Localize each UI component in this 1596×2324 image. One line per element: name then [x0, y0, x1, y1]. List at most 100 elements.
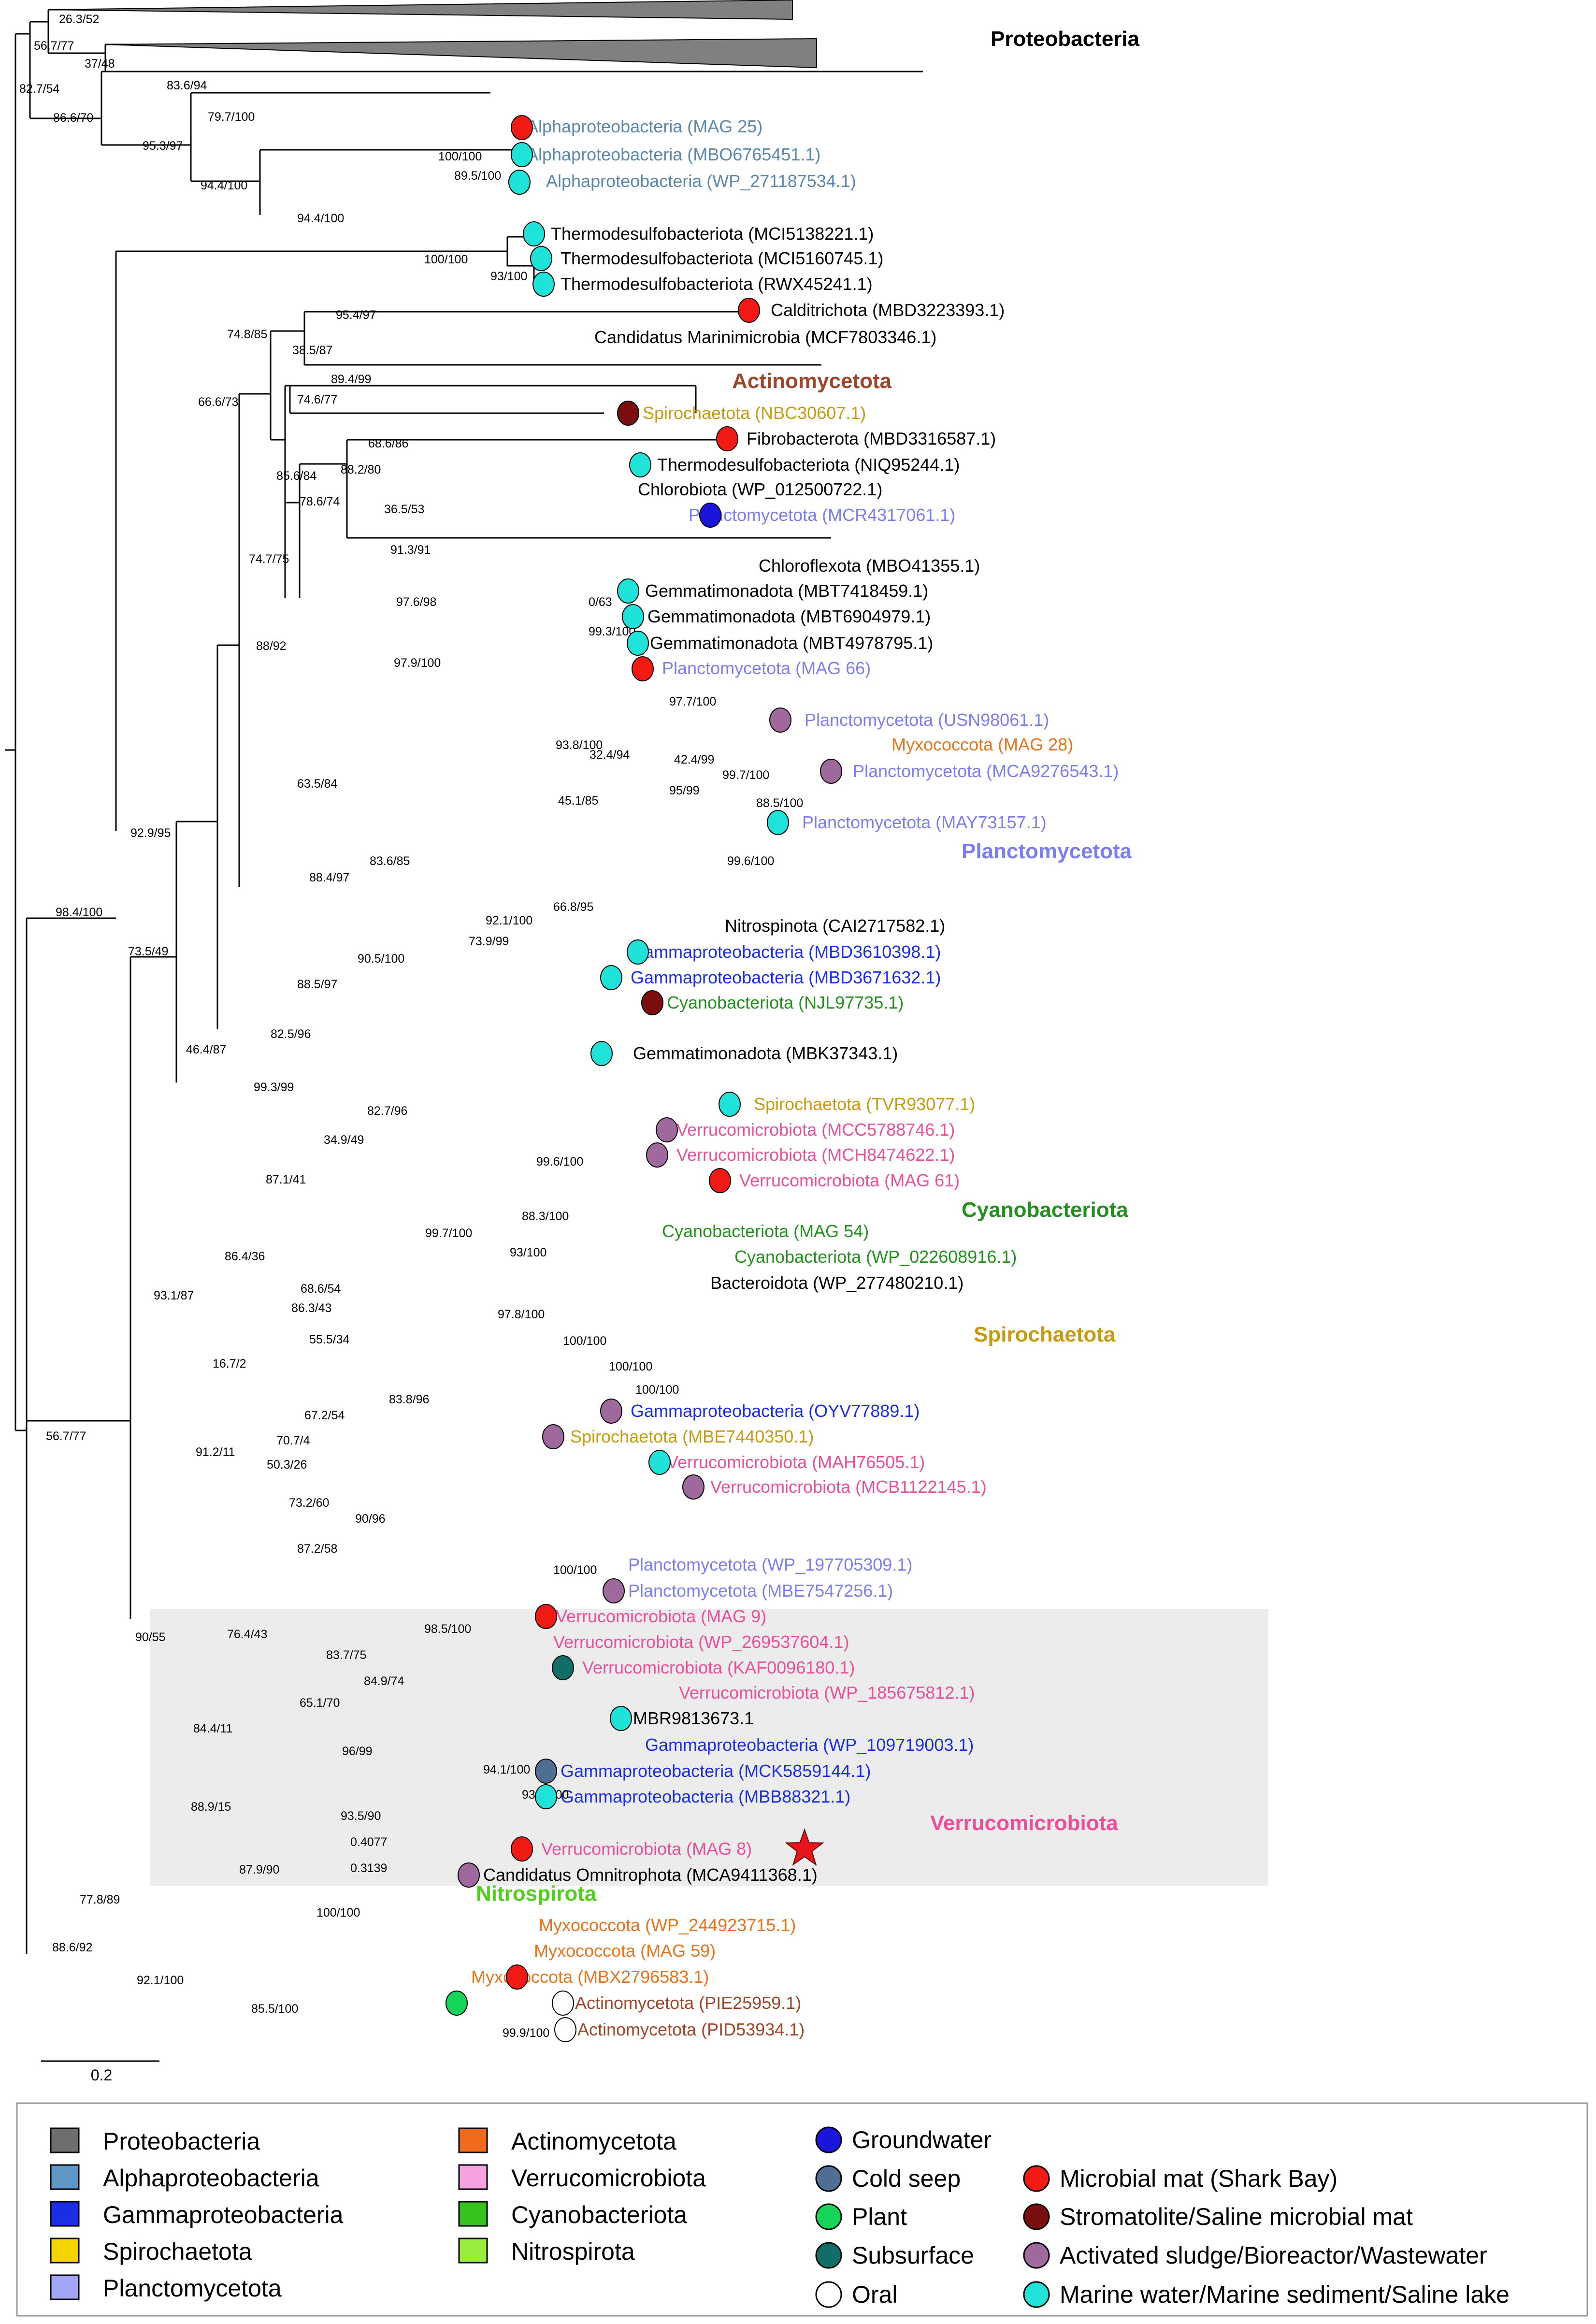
legend-taxon-swatch	[458, 2127, 488, 2153]
support-value: 56.7/77	[34, 39, 74, 53]
tip-environment-marker	[535, 1604, 557, 1629]
legend-taxon-label: Spirochaetota	[103, 2238, 252, 2265]
tip-environment-marker	[552, 1991, 574, 2016]
support-value: 91.3/91	[390, 543, 431, 557]
leaf-label: Chloroflexota (MBO41355.1)	[759, 556, 980, 576]
leaf-label: Bacteroidota (WP_277480210.1)	[710, 1273, 963, 1293]
leaf-label: Thermodesulfobacteriota (MCI5160745.1)	[561, 248, 883, 268]
support-value: 93.5/90	[341, 1809, 381, 1823]
leaf-label: Gammaproteobacteria (MBD3610398.1)	[631, 942, 941, 962]
leaf-label: Verrucomicrobiota (MCC5788746.1)	[676, 1120, 955, 1140]
leaf-label: Gemmatimonadota (MBT6904979.1)	[647, 606, 931, 626]
group-labels: ProteobacteriaActinomycetotaPlanctomycet…	[476, 27, 1140, 1905]
support-value: 89.4/99	[331, 373, 371, 386]
support-value: 83.7/75	[326, 1648, 366, 1662]
leaf-label: Planctomycetota (MAY73157.1)	[802, 812, 1047, 832]
support-value: 88.5/100	[756, 796, 803, 810]
leaf-label: Actinomycetota (PIE25959.1)	[575, 1993, 801, 2013]
support-value: 88.6/92	[52, 1941, 92, 1954]
support-value: 78.6/74	[300, 495, 340, 508]
legend-taxon-label: Cyanobacteriota	[511, 2201, 687, 2228]
leaf-label: Myxococcota (MAG 59)	[534, 1941, 716, 1961]
leaf-label: Thermodesulfobacteriota (RWX45241.1)	[561, 274, 873, 294]
tip-environment-marker	[511, 1836, 533, 1862]
support-value: 92.1/100	[486, 914, 532, 927]
leaf-label: Thermodesulfobacteriota (MCI5138221.1)	[551, 224, 874, 244]
leaf-label: Planctomycetota (MCR4317061.1)	[689, 505, 955, 525]
leaf-label: Gemmatimonadota (MBT4978795.1)	[650, 633, 933, 653]
leaf-label: Candidatus Marinimicrobia (MCF7803346.1)	[594, 327, 936, 347]
support-value: 56.7/77	[46, 1429, 86, 1443]
leaf-label: Alphaproteobacteria (MBO6765451.1)	[527, 144, 820, 164]
leaf-label: Verrucomicrobiota (MAG 61)	[739, 1170, 960, 1190]
clade-group-label: Actinomycetota	[732, 369, 892, 393]
tip-environment-marker	[629, 452, 651, 477]
clade-group-label: Verrucomicrobiota	[930, 1811, 1118, 1835]
tip-environment-marker	[530, 246, 552, 271]
support-value: 87.2/58	[297, 1542, 337, 1556]
support-value: 85.5/100	[251, 2002, 298, 2016]
support-value: 36.5/53	[384, 503, 424, 516]
support-value: 92.9/95	[130, 826, 171, 840]
support-value: 83.8/96	[389, 1393, 429, 1406]
leaf-label: Spirochaetota (NBC30607.1)	[643, 403, 866, 423]
support-value: 95.4/97	[336, 308, 376, 322]
leaf-label: Cyanobacteriota (WP_022608916.1)	[734, 1247, 1017, 1267]
clade-group-label: Cyanobacteriota	[962, 1198, 1128, 1222]
leaf-label: Chlorobiota (WP_012500722.1)	[638, 479, 882, 499]
tip-environment-marker	[738, 298, 760, 323]
support-value: 84.4/11	[193, 1722, 233, 1735]
support-value: 99.7/100	[722, 768, 769, 782]
tip-environment-marker	[617, 578, 639, 604]
leaf-label: Planctomycetota (MAG 66)	[662, 658, 871, 678]
support-value: 100/100	[316, 1906, 360, 1920]
legend-environment-label: Marine water/Marine sediment/Saline lake	[1060, 2281, 1510, 2308]
support-value: 97.9/100	[394, 656, 441, 670]
support-value: 65.1/70	[300, 1696, 340, 1710]
legend-environment-label: Groundwater	[852, 2126, 992, 2153]
support-value: 45.1/85	[558, 794, 598, 808]
support-value: 74.7/75	[249, 552, 289, 566]
legend-taxon-swatch	[50, 2274, 80, 2300]
tip-environment-marker	[820, 759, 842, 784]
leaf-label: Myxococcota (WP_244923715.1)	[539, 1915, 796, 1935]
support-value: 88.4/97	[309, 871, 349, 884]
leaf-label: Verrucomicrobiota (WP_185675812.1)	[679, 1683, 975, 1703]
tip-environment-marker	[769, 707, 791, 733]
support-value: 86.4/36	[225, 1250, 265, 1263]
support-value: 46.4/87	[186, 1043, 226, 1056]
legend-taxon-swatch	[50, 2201, 80, 2227]
legend-environment-label: Plant	[852, 2203, 907, 2230]
support-value: 92.1/100	[137, 1974, 184, 1987]
leaf-label: Verrucomicrobiota (MCH8474622.1)	[676, 1145, 955, 1165]
scale-bar: 0.2	[41, 2060, 159, 2084]
tip-environment-marker	[506, 1964, 528, 1990]
support-value: 89.5/100	[454, 169, 501, 183]
tip-environment-marker	[656, 1117, 678, 1142]
tip-circles	[446, 115, 842, 2042]
legend-environment-swatch	[815, 2165, 842, 2192]
support-value: 66.8/95	[553, 900, 593, 914]
support-value: 88.9/15	[191, 1800, 231, 1814]
support-value: 63.5/84	[297, 777, 338, 791]
support-value: 66.6/73	[198, 395, 238, 409]
legend-environment-label: Microbial mat (Shark Bay)	[1060, 2165, 1337, 2192]
leaf-label: Calditrichota (MBD3223393.1)	[771, 300, 1005, 320]
leaf-label: Gemmatimonadota (MBT7418459.1)	[645, 581, 928, 601]
support-value: 73.2/60	[289, 1496, 329, 1510]
support-value: 99.6/100	[536, 1155, 583, 1169]
legend-environment-label: Activated sludge/Bioreactor/Wastewater	[1060, 2242, 1487, 2269]
support-value: 97.6/98	[396, 595, 436, 609]
legend-taxon-label: Verrucomicrobiota	[511, 2165, 706, 2192]
tip-environment-marker	[590, 1041, 613, 1066]
support-value: 87.1/41	[266, 1173, 306, 1186]
support-value: 100/100	[609, 1360, 652, 1373]
tip-environment-marker	[552, 1655, 574, 1680]
tip-environment-marker	[600, 1399, 622, 1424]
support-value: 100/100	[438, 150, 482, 163]
support-value: 38.5/87	[292, 344, 332, 357]
tip-environment-marker	[532, 272, 555, 297]
legend-taxon-label: Proteobacteria	[103, 2128, 260, 2155]
legend-environment-swatch	[1023, 2281, 1050, 2308]
